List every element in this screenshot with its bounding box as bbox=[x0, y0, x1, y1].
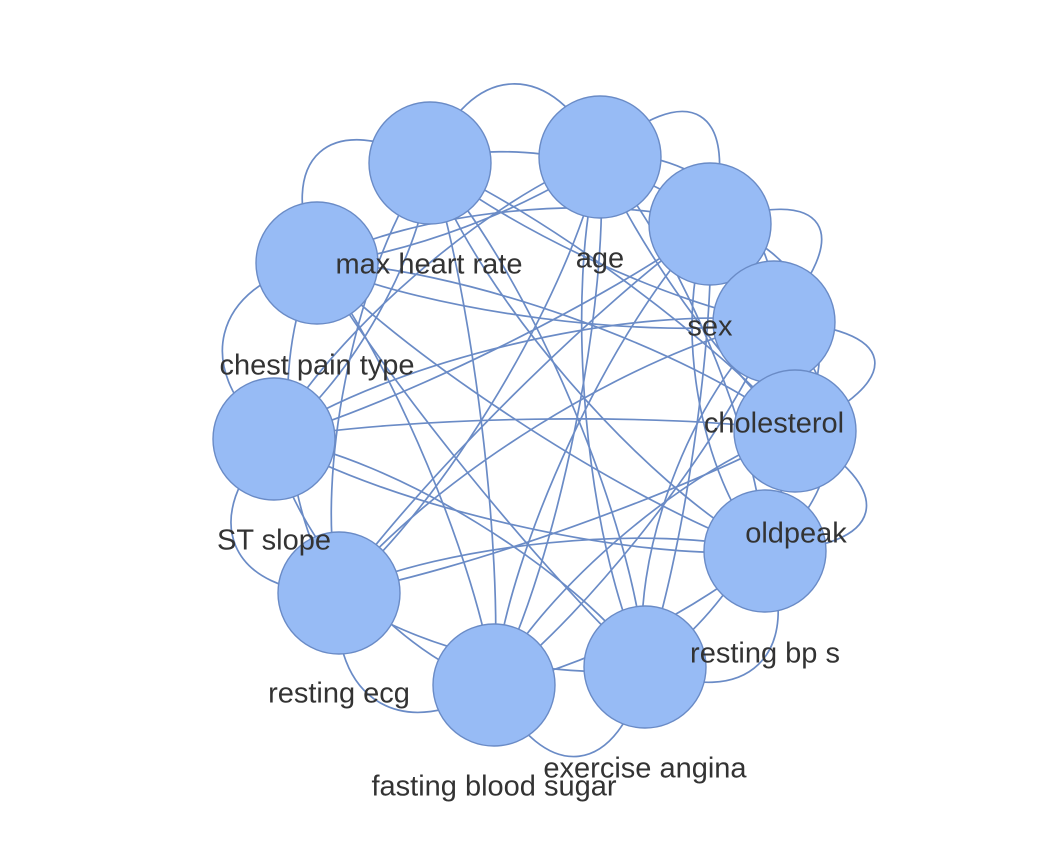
node-label-sex: sex bbox=[687, 311, 733, 343]
node-sex[interactable] bbox=[648, 162, 772, 286]
node-label-st-slope: ST slope bbox=[217, 525, 331, 557]
edge-resting-bp-s-chest-pain-type bbox=[316, 262, 766, 552]
edge-cholesterol-resting-ecg bbox=[338, 321, 775, 594]
edge-cholesterol-st-slope bbox=[273, 317, 775, 440]
node-label-max-heart-rate: max heart rate bbox=[336, 249, 523, 281]
node-resting-bp-s[interactable] bbox=[703, 489, 827, 613]
node-label-chest-pain-type: chest pain type bbox=[219, 350, 414, 382]
node-max-heart-rate[interactable] bbox=[368, 101, 492, 225]
node-oldpeak[interactable] bbox=[733, 369, 857, 493]
node-exercise-angina[interactable] bbox=[583, 605, 707, 729]
edge-age-fasting-blood-sugar bbox=[493, 156, 603, 686]
node-label-resting-bp-s: resting bp s bbox=[690, 638, 840, 670]
node-label-fasting-blood-sugar: fasting blood sugar bbox=[371, 771, 616, 803]
node-resting-ecg[interactable] bbox=[277, 531, 401, 655]
edge-max-heart-rate-fasting-blood-sugar bbox=[429, 162, 497, 686]
node-label-resting-ecg: resting ecg bbox=[268, 678, 410, 710]
edge-max-heart-rate-resting-bp-s bbox=[429, 162, 766, 552]
node-label-oldpeak: oldpeak bbox=[745, 518, 847, 550]
edge-resting-bp-s-resting-ecg bbox=[338, 537, 766, 594]
node-age[interactable] bbox=[538, 95, 662, 219]
node-layer bbox=[212, 95, 857, 747]
node-label-exercise-angina: exercise angina bbox=[543, 753, 747, 785]
node-label-age: age bbox=[576, 243, 624, 275]
node-fasting-blood-sugar[interactable] bbox=[432, 623, 556, 747]
node-st-slope[interactable] bbox=[212, 377, 336, 501]
edge-max-heart-rate-exercise-angina bbox=[429, 162, 646, 668]
node-chest-pain-type[interactable] bbox=[255, 201, 379, 325]
label-layer: max heart rate age sex cholesterol oldpeak re… bbox=[217, 243, 847, 803]
edge-age-exercise-angina bbox=[580, 156, 646, 668]
node-label-cholesterol: cholesterol bbox=[704, 408, 844, 440]
